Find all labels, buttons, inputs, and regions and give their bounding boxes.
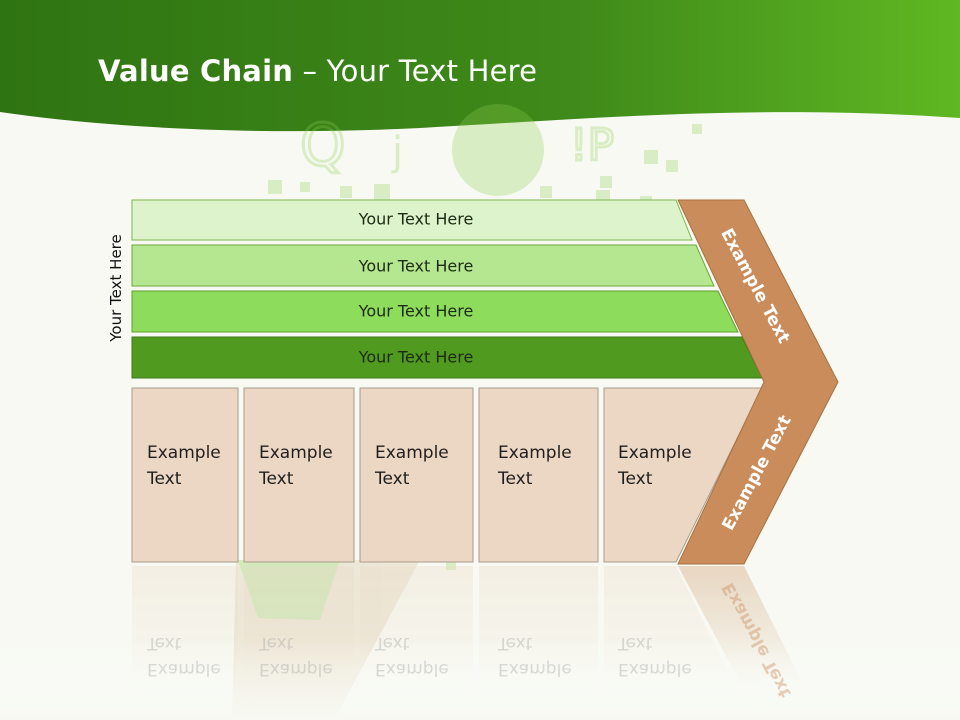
box-shape-4: [478, 387, 599, 563]
title-rest: – Your Text Here: [293, 54, 538, 88]
svg-text:j: j: [391, 129, 403, 175]
band-label-1: Your Text Here: [358, 209, 474, 229]
header-wave: [0, 0, 960, 132]
background-decoration: Q j !P: [268, 104, 702, 570]
box-reflection-5: Example Text: [618, 633, 692, 679]
band-label-2: Your Text Here: [358, 256, 474, 276]
box-reflection-1: Example Text: [147, 633, 221, 679]
box-label-1: Example Text: [147, 443, 221, 489]
band-shape-3: [131, 290, 739, 333]
slide-title: Value Chain – Your Text Here: [98, 54, 537, 88]
box-reflection-4: Example Text: [498, 633, 572, 679]
box-shape-2: [243, 387, 355, 563]
box-reflection-3: Example Text: [375, 633, 449, 679]
box-label-3: Example Text: [375, 443, 449, 489]
box-shape-5: [603, 387, 763, 563]
band-label-4: Your Text Here: [358, 347, 474, 367]
box-label-4: Example Text: [498, 443, 572, 489]
box-label-2: Example Text: [259, 443, 333, 489]
band-shape-2: [131, 244, 715, 287]
box-shape-1: [131, 387, 239, 563]
band-label-3: Your Text Here: [358, 301, 474, 321]
box-reflection-2: Example Text: [259, 633, 333, 679]
chevron-shape: [677, 199, 839, 565]
svg-text:!P: !P: [570, 120, 614, 171]
title-bold: Value Chain: [98, 54, 294, 88]
side-label: Your Text Here: [107, 234, 125, 342]
box-shape-3: [359, 387, 474, 563]
box-label-5: Example Text: [618, 443, 692, 489]
band-shape-1: [131, 199, 693, 241]
svg-text:Q: Q: [300, 111, 346, 179]
